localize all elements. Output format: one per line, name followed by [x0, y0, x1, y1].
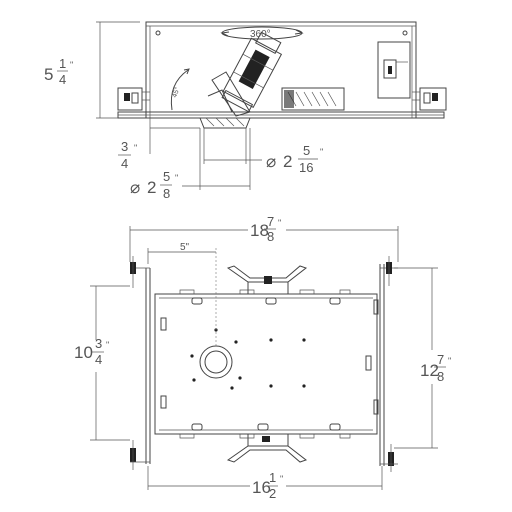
svg-text:3: 3 [121, 139, 128, 154]
svg-text:5": 5" [180, 242, 190, 253]
left-bar-hanger [130, 256, 151, 470]
svg-text:4: 4 [95, 352, 102, 367]
dimension-flange: 3 4 " [118, 118, 200, 171]
dimension-left-height: 10 3 4 " [74, 285, 130, 441]
svg-text:10: 10 [74, 343, 93, 362]
top-hanger-clip [226, 265, 308, 283]
svg-text:16: 16 [299, 160, 313, 175]
dimension-inner-diameter: ⌀ 2 5 16 " [203, 128, 323, 175]
svg-text:2: 2 [269, 486, 276, 501]
svg-text:5: 5 [303, 143, 310, 158]
svg-text:7: 7 [267, 214, 274, 229]
aperture-collar [199, 117, 251, 129]
dimension-outer-diameter: ⌀ 2 5 8 " [130, 128, 251, 201]
svg-text:18: 18 [250, 221, 269, 240]
right-mounting-bracket [412, 87, 447, 111]
svg-text:": " [106, 340, 109, 350]
svg-text:": " [320, 147, 323, 157]
mounting-plate [154, 293, 378, 435]
svg-text:⌀: ⌀ [266, 152, 276, 171]
svg-text:": " [278, 218, 281, 228]
side-view: 360° 45° [44, 21, 447, 201]
svg-text:4: 4 [121, 156, 128, 171]
driver-box [281, 87, 345, 111]
svg-text:3: 3 [95, 336, 102, 351]
svg-text:12: 12 [420, 361, 439, 380]
svg-text:5: 5 [163, 169, 170, 184]
dimension-frame-width: 16 1 2 " [147, 466, 383, 501]
svg-text:⌀: ⌀ [130, 178, 140, 197]
svg-text:7: 7 [437, 352, 444, 367]
svg-text:": " [175, 173, 178, 183]
tilt-indicator: 45° [170, 68, 190, 111]
svg-text:8: 8 [267, 229, 274, 244]
svg-text:": " [280, 474, 283, 484]
top-view: 18 7 8 " 5" 10 3 4 " [74, 214, 451, 501]
left-mounting-bracket [117, 87, 150, 111]
bottom-hanger-clip [226, 445, 308, 463]
dimension-height: 5 1 4 " [44, 21, 140, 119]
svg-text:16: 16 [252, 478, 271, 497]
dimension-right-height: 12 7 8 " [394, 267, 451, 449]
svg-text:2: 2 [147, 178, 156, 197]
rotation-indicator: 360° [220, 26, 304, 40]
svg-text:8: 8 [437, 369, 444, 384]
dimension-offset: 5" [147, 242, 217, 346]
svg-text:": " [70, 60, 73, 70]
svg-text:": " [134, 143, 137, 153]
junction-box [377, 41, 411, 99]
svg-text:5: 5 [44, 65, 53, 84]
svg-text:8: 8 [163, 186, 170, 201]
svg-text:4: 4 [59, 72, 66, 87]
lamp-assembly [221, 31, 283, 113]
right-bar-hanger [373, 256, 398, 472]
svg-text:": " [448, 356, 451, 366]
svg-text:1: 1 [59, 56, 66, 71]
dimension-overall-width: 18 7 8 " [129, 214, 399, 262]
svg-text:45°: 45° [170, 86, 181, 99]
svg-text:1: 1 [269, 470, 276, 485]
svg-text:2: 2 [283, 152, 292, 171]
